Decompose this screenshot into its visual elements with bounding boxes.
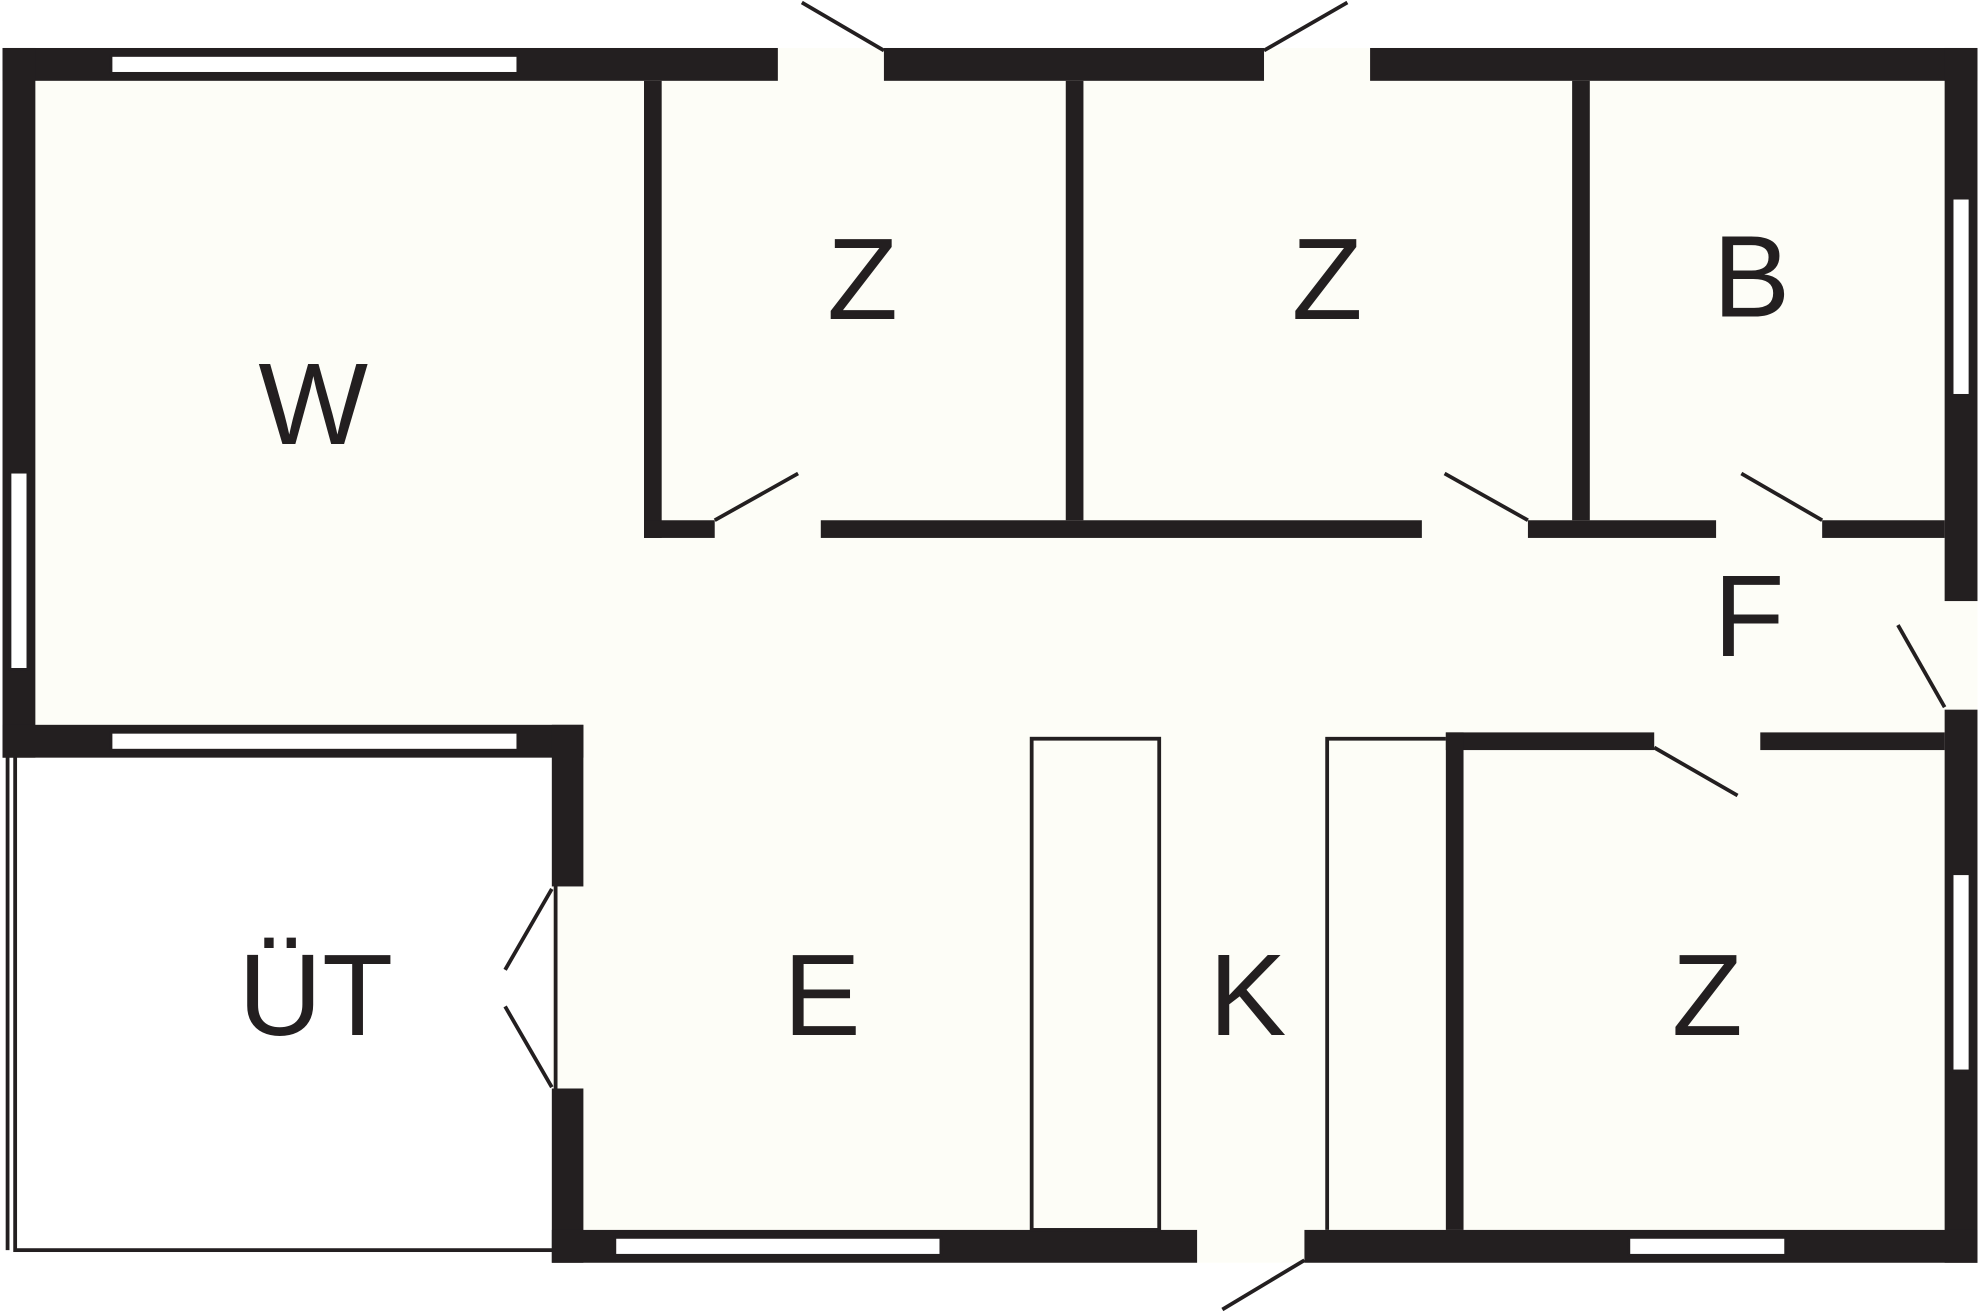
room-label-bedroom-2: Z [1292,214,1363,344]
floor-main [2,47,1978,758]
room-label-kitchen: K [1209,930,1286,1060]
windows [8,54,1972,1257]
kitchen-counter-left [1029,736,1162,1232]
room-label-bathroom: B [1713,212,1790,342]
room-label-terrace: ÜT [238,930,393,1060]
doors [503,0,1947,1312]
room-label-dining: E [783,930,860,1060]
room-label-living: W [258,339,368,469]
room-label-hallway: F [1713,551,1784,681]
room-label-bedroom-3: Z [1672,930,1743,1060]
floor-lower [551,724,1978,1263]
walls [2,47,1978,1263]
room-label-bedroom-1: Z [827,214,898,344]
kitchen-counter-right [1325,736,1446,1230]
